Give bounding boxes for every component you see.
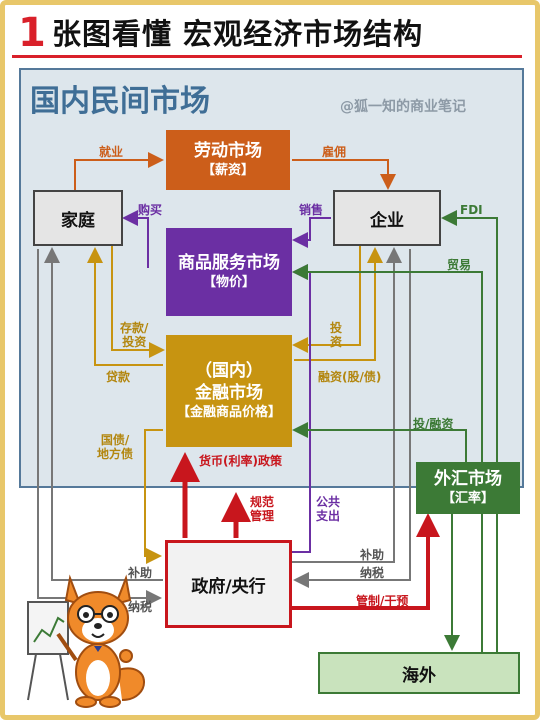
sales-label: 销售 [299, 203, 324, 217]
enterprise-subsidy-arrow [292, 247, 402, 563]
monetary-policy-label: 货币(利率)政策 [199, 454, 282, 468]
household-subsidy-label: 补助 [128, 566, 153, 580]
invest-line1: 投 [330, 321, 343, 335]
enterprise-tax-arrow [293, 249, 411, 588]
invest-label: 投 资 [330, 321, 342, 349]
invest-arrow [292, 246, 361, 353]
bonds-label: 国债/ 地方债 [97, 433, 133, 461]
goods-market-label: 商品服务市场 [178, 253, 280, 273]
household-tax-arrow [37, 249, 162, 606]
title-number: 1 [18, 10, 46, 56]
watermark: @狐一知的商业笔记 [340, 99, 466, 115]
labor-market-node: 劳动市场 【薪资】 [166, 130, 290, 190]
purchase-arrow [122, 210, 149, 268]
enterprise-tax-label: 纳税 [360, 566, 385, 580]
loan-label: 贷款 [106, 370, 131, 384]
deposit-invest-label: 存款/ 投资 [120, 321, 148, 349]
invest-finance-label: 投/融资 [413, 417, 454, 431]
region-title: 国内民间市场 [30, 84, 210, 119]
financial-market-line1: （国内） [195, 361, 263, 381]
government-node: 政府/央行 [165, 540, 292, 628]
deposit-arrow [111, 246, 165, 358]
public-spending-line1: 公共 [316, 495, 341, 509]
public-spending-line2: 支出 [316, 509, 341, 523]
household-node: 家庭 [33, 190, 123, 246]
fx-market-node: 外汇市场 【汇率】 [416, 462, 520, 514]
control-arrow [292, 513, 440, 610]
household-tax-label: 纳税 [128, 600, 153, 614]
public-spending-label: 公共 支出 [316, 495, 340, 523]
control-label: 管制/干预 [356, 594, 409, 608]
bonds-line2: 地方债 [97, 447, 134, 461]
hire-label: 雇佣 [322, 145, 347, 159]
purchase-label: 购买 [138, 203, 163, 217]
invest-finance-arrow [292, 422, 467, 462]
goods-to-abroad-arrow [123, 246, 163, 308]
employment-arrow [74, 152, 164, 190]
financial-market-label: 金融市场 [195, 383, 263, 403]
employment-label: 就业 [99, 145, 124, 159]
fox-mascot-illustration [27, 574, 145, 708]
abroad-node: 海外 [318, 652, 520, 694]
fx-market-price: 【汇率】 [441, 491, 494, 506]
bonds-arrow [144, 429, 163, 564]
enterprise-subsidy-label: 补助 [360, 548, 385, 562]
enterprise-node: 企业 [333, 190, 441, 246]
title-bar: 1 张图看懂 宏观经济市场结构 [8, 8, 532, 58]
labor-market-label: 劳动市场 [194, 141, 262, 161]
page-title: 张图看懂 宏观经济市场结构 [52, 17, 424, 51]
household-subsidy-arrow [44, 247, 163, 581]
fdi-label: FDI [460, 203, 483, 217]
sales-arrow [292, 217, 331, 248]
public-spending-arrow [292, 264, 311, 553]
title-underline [12, 55, 522, 58]
financing-arrow [294, 247, 383, 361]
regulation-label: 规范 管理 [250, 495, 274, 523]
goods-market-price: 【物价】 [202, 275, 255, 290]
labor-market-price: 【薪资】 [201, 163, 254, 178]
financial-market-price: 【金融商品价格】 [176, 405, 281, 420]
regulation-line1: 规范 [250, 495, 275, 509]
regulation-line2: 管理 [250, 509, 275, 523]
financial-market-node: （国内） 金融市场 【金融商品价格】 [166, 335, 292, 447]
fx-market-label: 外汇市场 [434, 469, 502, 489]
trade-arrow [292, 264, 483, 652]
bonds-line1: 国债/ [100, 433, 130, 447]
hire-arrow [292, 159, 396, 190]
goods-market-node: 商品服务市场 【物价】 [166, 228, 292, 316]
invest-line2: 资 [330, 335, 343, 349]
deposit-invest-line1: 存款/ [120, 321, 149, 335]
loan-arrow [87, 247, 163, 366]
financing-label: 融资(股/债) [318, 370, 382, 384]
deposit-invest-line2: 投资 [122, 335, 147, 349]
trade-label: 贸易 [447, 258, 472, 272]
